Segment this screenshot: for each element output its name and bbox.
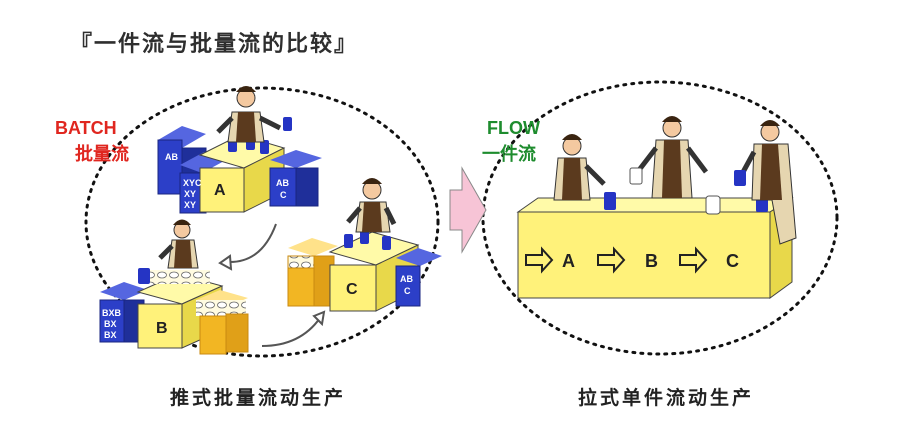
crate-label: C xyxy=(280,190,287,200)
station-label-c: C xyxy=(346,281,358,298)
crate-label: XY xyxy=(184,200,196,210)
worker-figure-icon xyxy=(346,178,397,233)
flow-station-c: C xyxy=(726,251,739,271)
right-arrow-icon xyxy=(525,246,554,274)
crate-label: AB xyxy=(276,178,289,188)
crate-label: XYC xyxy=(183,178,202,188)
batch-label-en: BATCH xyxy=(55,118,117,138)
batch-label-cn: 批量流 xyxy=(75,144,129,165)
flow-boundary xyxy=(481,80,839,356)
worker-figure-icon xyxy=(553,134,606,201)
station-label-a: A xyxy=(214,182,226,199)
flow-station-a: A xyxy=(562,251,575,271)
crate-label: AB xyxy=(165,152,178,162)
crate-label: BX xyxy=(104,330,117,340)
crate-label: AB xyxy=(400,274,413,284)
worker-figure-icon xyxy=(216,86,282,143)
circular-arrow-icon xyxy=(218,223,277,271)
station-label-b: B xyxy=(156,320,168,337)
right-arrow-icon xyxy=(449,166,487,254)
crate-label: XY xyxy=(184,189,196,199)
crate-label: BXB xyxy=(102,308,122,318)
batch-station-c xyxy=(287,178,442,312)
right-arrow-icon xyxy=(679,246,708,274)
right-arrow-icon xyxy=(597,246,626,274)
worker-figure-icon xyxy=(739,120,797,245)
batch-boundary xyxy=(84,86,440,358)
worker-figure-icon xyxy=(158,219,199,269)
flow-label-en: FLOW xyxy=(487,118,540,138)
flow-line xyxy=(516,197,794,299)
batch-station-a xyxy=(157,86,322,214)
flow-caption: 拉式单件流动生产 xyxy=(578,387,755,409)
circular-arrow-icon xyxy=(261,310,326,347)
flow-station-b: B xyxy=(645,251,658,271)
page-title: 『一件流与批量流的比较』 xyxy=(70,32,359,57)
crate-label: C xyxy=(404,286,411,296)
flow-label-cn: 一件流 xyxy=(482,144,536,165)
batch-station-b xyxy=(99,219,249,355)
batch-caption: 推式批量流动生产 xyxy=(170,387,347,409)
crate-label: BX xyxy=(104,319,117,329)
worker-figure-icon xyxy=(634,116,708,199)
